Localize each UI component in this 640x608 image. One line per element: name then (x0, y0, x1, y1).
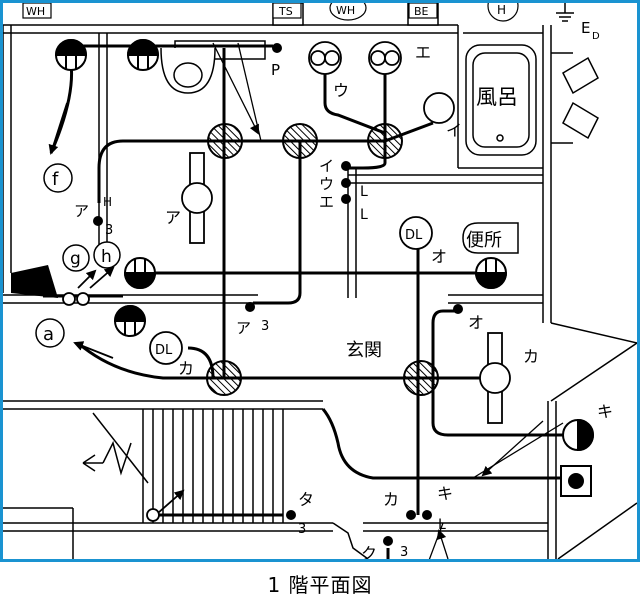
receptacle-top-left (54, 39, 88, 71)
label-wh2: WH (336, 4, 355, 17)
dl-label-1: DL (155, 343, 173, 358)
receptacle-right (562, 418, 594, 452)
label-ka-light: カ (523, 347, 539, 366)
top-labels: WH TS WH BE H E D (22, 3, 600, 42)
circle-a: a (43, 324, 54, 345)
label-ts: TS (278, 5, 293, 18)
label-h-top: H (497, 3, 506, 17)
diagram-caption: 1 階平面図 (267, 573, 373, 597)
circle-g: g (70, 249, 81, 269)
receptacle-top-wash (126, 39, 160, 71)
toilet-label-box: 便所 (462, 222, 519, 254)
dl-label-2: DL (405, 228, 423, 243)
label-l1: L (360, 184, 368, 200)
label-ka-dl: カ (178, 359, 194, 378)
circled-letters: f a g h (35, 163, 121, 348)
label-ed: E (581, 19, 590, 37)
labels: P ウ エ イ イ ウ エ L L ア H 3 ア ア 3 オ オ カ カ 玄関… (74, 43, 613, 559)
circle-h: h (101, 247, 112, 267)
label-a-low: ア (236, 319, 251, 337)
label-ed-sub: D (592, 31, 600, 42)
ceiling-light-entrance (403, 360, 439, 396)
label-three-4: 3 (400, 545, 408, 559)
ground-icon (556, 3, 574, 22)
label-e-stack: エ (319, 193, 334, 211)
switches (93, 43, 463, 546)
arrows (48, 42, 544, 559)
downlights: DL DL (149, 216, 433, 365)
label-be: BE (414, 5, 429, 18)
ceiling-light-hall-2 (367, 123, 403, 159)
stair-arrow (82, 412, 369, 559)
label-ki-bottom: キ (437, 484, 453, 503)
receptacles (54, 39, 594, 452)
room-label-bath: 風呂 (476, 85, 518, 109)
label-o-dl: オ (431, 247, 447, 266)
ceiling-light-wash (207, 123, 243, 159)
room-label-entrance: 玄関 (346, 340, 382, 361)
label-u-stack: ウ (319, 175, 334, 193)
label-ta: タ (298, 490, 314, 509)
label-ki-right: キ (597, 402, 613, 421)
receptacle-toilet (474, 257, 508, 289)
label-i: イ (446, 121, 462, 140)
room-label-toilet: 便所 (466, 230, 502, 251)
bathtub (465, 44, 537, 156)
label-three-2: 3 (261, 319, 269, 334)
label-ku: ク (361, 544, 377, 559)
label-o-sw: オ (468, 313, 484, 332)
label-e: エ (415, 43, 431, 62)
label-h-mark: H (103, 195, 112, 209)
receptacle-hall-left (113, 305, 147, 337)
receptacle-wash-mid (123, 257, 157, 289)
distribution-board (11, 265, 58, 298)
bath-window (562, 56, 599, 140)
ceiling-light-hall-1 (282, 123, 318, 159)
label-a-h: ア (74, 202, 89, 220)
label-u: ウ (333, 81, 349, 100)
square-outlet (560, 465, 592, 497)
label-p: P (271, 61, 280, 79)
label-a-left: ア (165, 208, 181, 227)
ventilation-fans (308, 41, 402, 75)
bath-light-icon (423, 92, 455, 124)
label-three-1: 3 (105, 223, 113, 238)
label-l2: L (360, 207, 368, 223)
ceiling-lights (206, 123, 439, 396)
circle-f: f (52, 169, 59, 190)
label-wh1: WH (26, 5, 45, 18)
label-i-stack: イ (319, 157, 334, 175)
label-three-3: 3 (298, 522, 306, 537)
label-ka-bottom: カ (383, 490, 399, 509)
open-switches (62, 292, 160, 522)
wash-basin (160, 40, 266, 94)
label-l-bottom: L (438, 517, 446, 533)
ceiling-light-stairs (206, 360, 242, 396)
floor-plan-diagram: 風呂 WH TS WH BE H E D (0, 0, 640, 562)
wall-lights (181, 152, 511, 424)
